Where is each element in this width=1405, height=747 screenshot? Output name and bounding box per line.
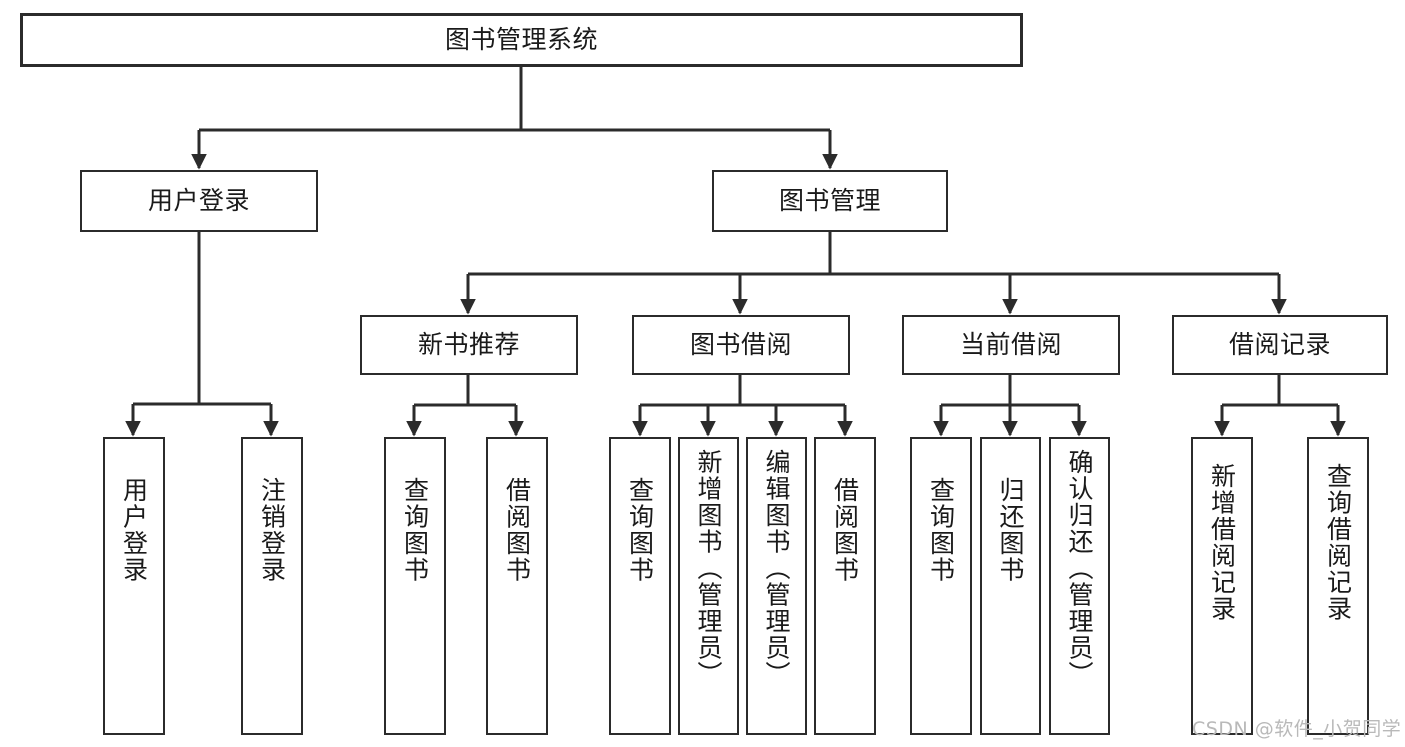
csdn-watermark: CSDN @软件_小贺同学 <box>1192 718 1402 740</box>
node-book-borrowing-label: 图书借阅 <box>689 330 792 359</box>
node-leaf-confirm-return-admin-label: 确认归还（管理员） <box>1065 449 1094 688</box>
node-leaf-query-borrow-record[interactable]: 查询借阅记录 <box>1307 437 1369 735</box>
node-user-login[interactable]: 用户登录 <box>80 170 318 232</box>
node-leaf-return-book-label: 归还图书 <box>996 477 1025 583</box>
node-leaf-edit-book-admin-label: 编辑图书（管理员） <box>762 449 791 688</box>
node-leaf-add-book-admin-label: 新增图书（管理员） <box>694 449 723 688</box>
node-book-management-label: 图书管理 <box>778 186 881 215</box>
node-leaf-logout[interactable]: 注销登录 <box>241 437 303 735</box>
node-leaf-query-borrow-record-label: 查询借阅记录 <box>1323 463 1353 622</box>
node-book-borrowing[interactable]: 图书借阅 <box>632 315 850 375</box>
node-leaf-edit-book-admin[interactable]: 编辑图书（管理员） <box>746 437 807 735</box>
node-leaf-borrow-book-borrow-label: 借阅图书 <box>830 477 860 583</box>
node-current-borrowing[interactable]: 当前借阅 <box>902 315 1120 375</box>
node-leaf-query-book-borrow[interactable]: 查询图书 <box>609 437 671 735</box>
node-leaf-query-book-new[interactable]: 查询图书 <box>384 437 446 735</box>
node-new-book-recommendation[interactable]: 新书推荐 <box>360 315 578 375</box>
node-leaf-user-login-label: 用户登录 <box>119 477 149 583</box>
node-leaf-add-borrow-record[interactable]: 新增借阅记录 <box>1191 437 1253 735</box>
node-leaf-add-borrow-record-label: 新增借阅记录 <box>1207 463 1237 622</box>
node-new-book-recommendation-label: 新书推荐 <box>417 330 520 359</box>
node-borrowing-record[interactable]: 借阅记录 <box>1172 315 1388 375</box>
node-leaf-return-book[interactable]: 归还图书 <box>980 437 1041 735</box>
node-leaf-query-book-current[interactable]: 查询图书 <box>910 437 972 735</box>
node-root-system-label: 图书管理系统 <box>444 25 598 54</box>
node-leaf-add-book-admin[interactable]: 新增图书（管理员） <box>678 437 739 735</box>
node-root-system[interactable]: 图书管理系统 <box>20 13 1023 67</box>
node-borrowing-record-label: 借阅记录 <box>1228 330 1331 359</box>
node-leaf-borrow-book-new-label: 借阅图书 <box>502 477 532 583</box>
node-current-borrowing-label: 当前借阅 <box>959 330 1062 359</box>
node-leaf-query-book-new-label: 查询图书 <box>400 477 430 583</box>
node-book-management[interactable]: 图书管理 <box>712 170 948 232</box>
node-leaf-query-book-borrow-label: 查询图书 <box>625 477 655 583</box>
node-leaf-logout-label: 注销登录 <box>257 477 287 583</box>
node-leaf-query-book-current-label: 查询图书 <box>926 477 956 583</box>
node-leaf-confirm-return-admin[interactable]: 确认归还（管理员） <box>1049 437 1110 735</box>
node-leaf-user-login[interactable]: 用户登录 <box>103 437 165 735</box>
node-leaf-borrow-book-borrow[interactable]: 借阅图书 <box>814 437 876 735</box>
node-user-login-label: 用户登录 <box>147 186 250 215</box>
node-leaf-borrow-book-new[interactable]: 借阅图书 <box>486 437 548 735</box>
